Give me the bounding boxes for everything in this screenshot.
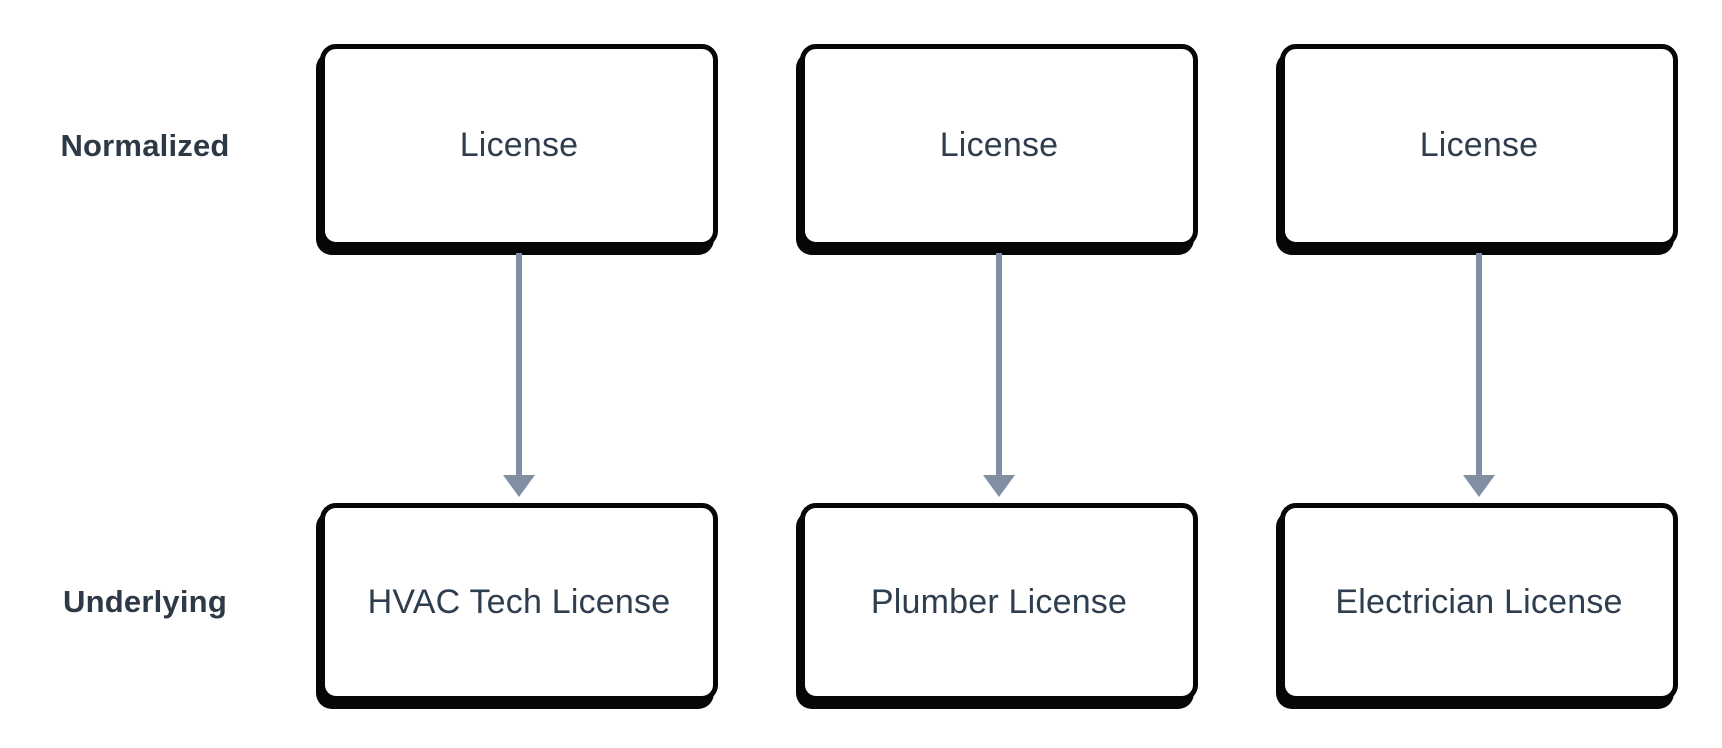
- normalized-license-node-3: License: [1280, 44, 1678, 247]
- node-label: HVAC Tech License: [367, 582, 671, 621]
- node-label: License: [939, 126, 1059, 164]
- underlying-license-node-hvac: HVAC Tech License: [320, 503, 718, 701]
- node-label: Plumber License: [870, 582, 1128, 621]
- arrow-down-icon: [983, 475, 1015, 497]
- down-arrow-connector-2: [983, 253, 1015, 497]
- arrow-shaft: [1476, 253, 1482, 477]
- arrow-down-icon: [503, 475, 535, 497]
- arrow-shaft: [516, 253, 522, 477]
- arrow-down-icon: [1463, 475, 1495, 497]
- row-label-normalized: Normalized: [60, 128, 230, 163]
- underlying-license-node-electrician: Electrician License: [1280, 503, 1678, 701]
- node-label: Electrician License: [1335, 582, 1623, 621]
- down-arrow-connector-1: [503, 253, 535, 497]
- arrow-shaft: [996, 253, 1002, 477]
- normalized-license-node-2: License: [800, 44, 1198, 247]
- row-label-underlying: Underlying: [63, 584, 227, 619]
- down-arrow-connector-3: [1463, 253, 1495, 497]
- node-label: License: [459, 126, 579, 164]
- node-label: License: [1419, 126, 1539, 164]
- underlying-license-node-plumber: Plumber License: [800, 503, 1198, 701]
- normalized-license-node-1: License: [320, 44, 718, 247]
